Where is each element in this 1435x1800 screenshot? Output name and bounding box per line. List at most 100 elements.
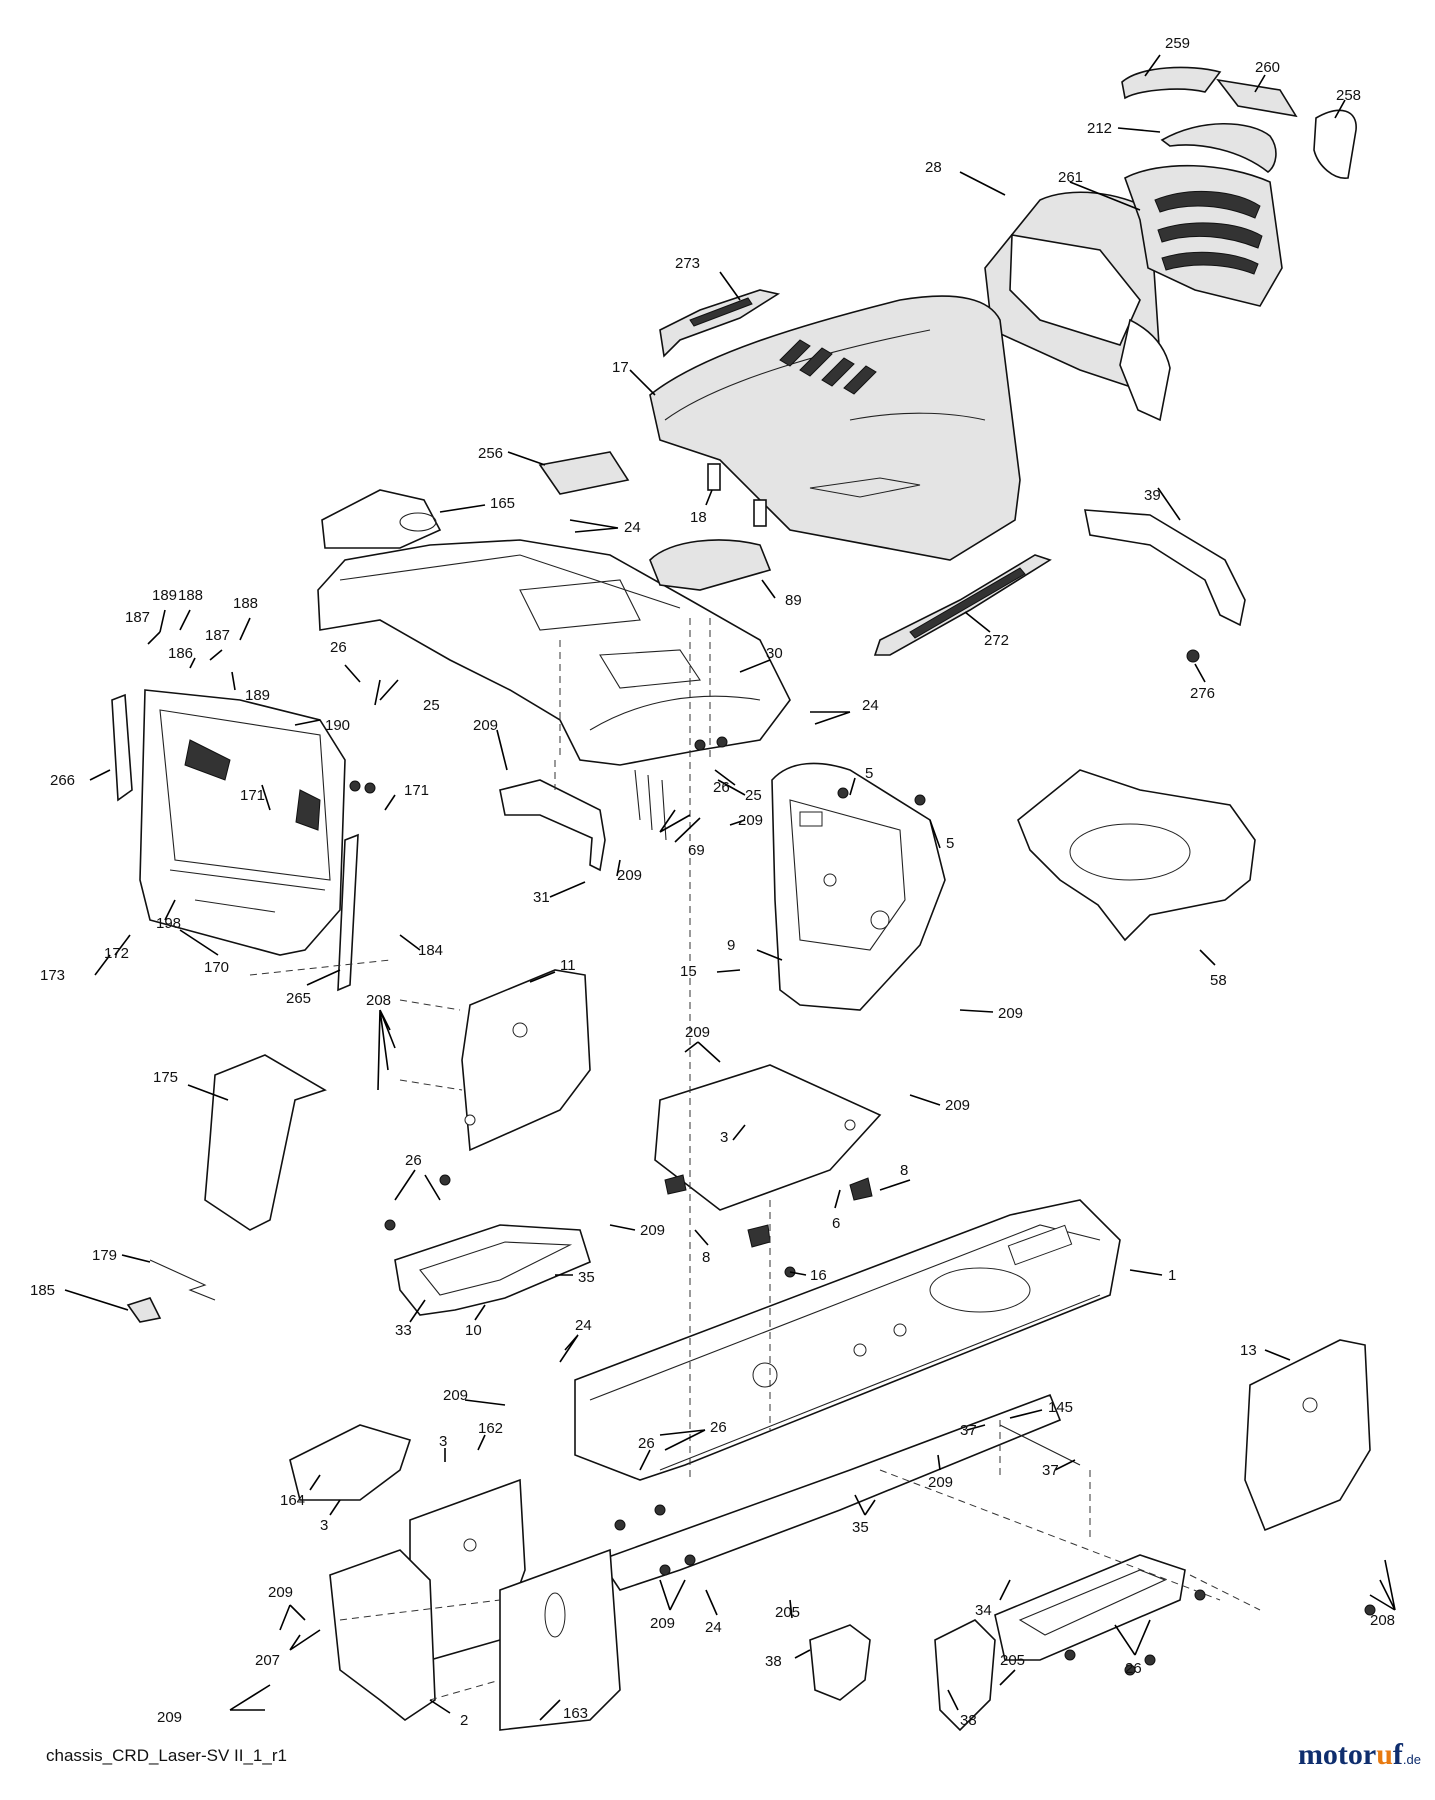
callout-209d: 209 [998,1005,1023,1022]
part-31 [499,779,606,872]
callout-24b: 24 [862,697,879,714]
callout-26f: 26 [1125,1660,1142,1677]
callout-209e: 209 [685,1024,710,1041]
callout-209j: 209 [268,1584,293,1601]
callout-26b: 26 [713,779,730,796]
callout-30: 30 [766,645,783,662]
callout-58: 58 [1210,972,1227,989]
callout-6: 6 [832,1215,840,1232]
part-273 [659,289,781,358]
callout-212: 212 [1087,120,1112,137]
callout-17: 17 [612,359,629,376]
callout-209c: 209 [617,867,642,884]
callout-38b: 38 [960,1712,977,1729]
callout-69: 69 [688,842,705,859]
callout-28: 28 [925,159,942,176]
callout-272: 272 [984,632,1009,649]
callout-26e: 26 [638,1435,655,1452]
callout-3a: 3 [720,1129,728,1146]
part-38b [934,1619,996,1732]
callout-209g: 209 [640,1222,665,1239]
part-179 [149,1259,216,1301]
callout-3c: 3 [320,1517,328,1534]
callout-209l: 209 [157,1709,182,1726]
part-163 [499,1548,621,1731]
callout-170: 170 [204,959,229,976]
part-6 [654,1064,882,1211]
callout-205a: 205 [775,1604,800,1621]
callout-5a: 5 [865,765,873,782]
parts-drawing [111,66,1376,1732]
callout-186: 186 [168,645,193,662]
callout-13: 13 [1240,1342,1257,1359]
callout-172: 172 [104,945,129,962]
callout-25b: 25 [745,787,762,804]
callout-209a: 209 [473,717,498,734]
callout-33: 33 [395,1322,412,1339]
callout-24d: 24 [705,1619,722,1636]
callout-209i: 209 [928,1474,953,1491]
part-18a [707,463,721,491]
callout-185: 185 [30,1282,55,1299]
callout-39: 39 [1144,487,1161,504]
callout-171b: 171 [240,787,265,804]
callout-189b: 189 [245,687,270,704]
frame-rail-left [598,1393,1062,1591]
callout-9: 9 [727,937,735,954]
part-34 [994,1554,1186,1661]
part-17 [649,295,1021,561]
part-265 [337,833,359,992]
fasteners [349,736,1376,1676]
callout-179: 179 [92,1247,117,1264]
callout-37a: 37 [960,1422,977,1439]
callout-189a: 189 [152,587,177,604]
part-256 [538,451,630,495]
callout-209k: 209 [650,1615,675,1632]
callout-34: 34 [975,1602,992,1619]
callout-38a: 38 [765,1653,782,1670]
part-2 [329,1549,436,1721]
callout-256: 256 [478,445,503,462]
callout-16: 16 [810,1267,827,1284]
callout-276: 276 [1190,685,1215,702]
callout-175: 175 [153,1069,178,1086]
callout-37b: 37 [1042,1462,1059,1479]
part-8b [747,1224,771,1248]
callout-25a: 25 [423,697,440,714]
part-33 [394,1224,591,1316]
callout-163: 163 [563,1705,588,1722]
motoruf-logo[interactable]: motoruf.de [1298,1738,1421,1772]
logo-suffix: f [1392,1738,1403,1771]
callout-184: 184 [418,942,443,959]
part-38a [809,1624,871,1701]
callout-165: 165 [490,495,515,512]
callout-10: 10 [465,1322,482,1339]
part-259 [1121,66,1222,100]
callout-187a: 187 [125,609,150,626]
callout-15: 15 [680,963,697,980]
callout-209h: 209 [443,1387,468,1404]
callout-173: 173 [40,967,65,984]
callout-209f: 209 [945,1097,970,1114]
callout-188b: 188 [233,595,258,612]
part-260 [1216,78,1298,118]
callout-2: 2 [460,1712,468,1729]
callout-1: 1 [1168,1267,1176,1284]
callout-162: 162 [478,1420,503,1437]
logo-tld: .de [1402,1752,1421,1767]
part-8a [849,1177,873,1201]
part-30 [317,539,791,766]
callout-171a: 171 [404,782,429,799]
callout-187b: 187 [205,627,230,644]
part-258 [1313,109,1357,179]
callout-273: 273 [675,255,700,272]
callout-265: 265 [286,990,311,1007]
callout-209b: 209 [738,812,763,829]
part-13 [1244,1339,1371,1532]
callout-188a: 188 [178,587,203,604]
diagram-caption: chassis_CRD_Laser-SV II_1_r1 [46,1746,287,1765]
callout-266: 266 [50,772,75,789]
callout-26a: 26 [330,639,347,656]
callouts: 259 260 258 212 28 261 273 17 256 18 165… [30,35,1395,1729]
